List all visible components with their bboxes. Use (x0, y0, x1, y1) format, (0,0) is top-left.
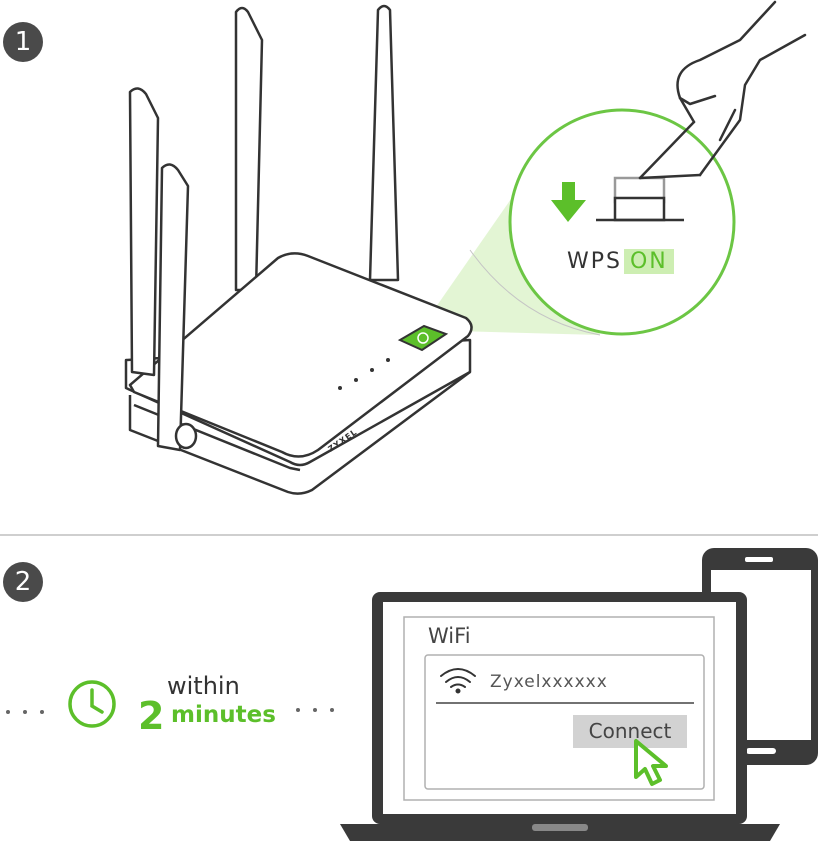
hand-icon (640, 2, 805, 178)
zoom-circle (510, 110, 734, 334)
timer-dots (6, 708, 334, 714)
timer-within-text: within (167, 672, 240, 700)
wifi-network-name[interactable]: Zyxelxxxxxx (490, 672, 608, 692)
wps-label-text: WPS (567, 249, 622, 274)
clock-icon (70, 682, 114, 726)
cursor-pointer-icon (630, 737, 676, 789)
wifi-window-title: WiFi (428, 624, 471, 648)
wps-on-indicator: ON (624, 249, 674, 274)
timer-number: 2 (138, 694, 164, 738)
timer-unit: minutes (171, 702, 276, 728)
router-illustration (126, 6, 472, 494)
